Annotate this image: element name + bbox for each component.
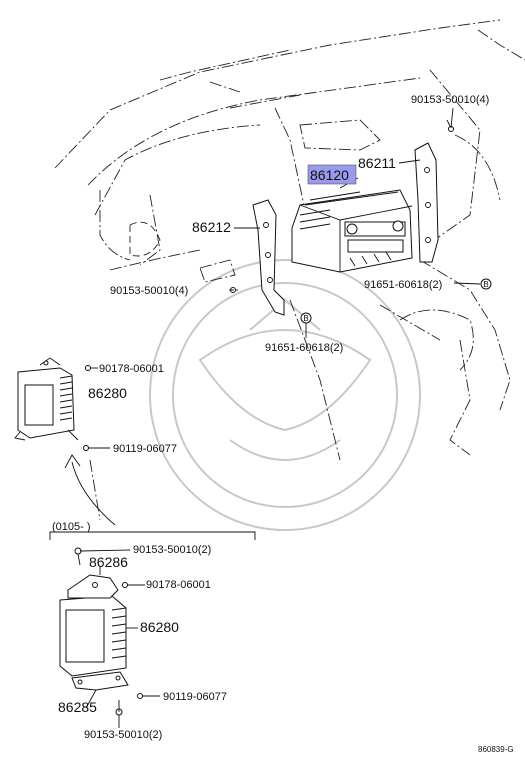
- bracket-86285: [71, 671, 129, 691]
- label-90119-a: 90119-06077: [113, 443, 177, 455]
- screw-90178-a: [85, 365, 91, 371]
- dashboard-outline: [54, 19, 525, 521]
- label-91651-right: 91651-60618(2): [364, 279, 442, 291]
- arrow-up: [64, 454, 116, 526]
- leader-lines: [79, 107, 481, 728]
- label-90153-left: 90153-50010(4): [110, 285, 188, 297]
- figure-code: 860839-G: [478, 745, 514, 754]
- screw-90119-b: [137, 693, 143, 699]
- bracket-86212: [252, 199, 285, 316]
- date-range-bracket: (0105- ): [49, 521, 256, 540]
- radio-head-unit: [291, 189, 413, 273]
- label-91651-bottom: 91651-60618(2): [265, 342, 343, 354]
- bracket-86211: [414, 142, 439, 263]
- amplifier-lower: [59, 595, 127, 677]
- label-86211: 86211: [358, 155, 396, 171]
- label-90153-top: 90153-50010(4): [411, 94, 489, 106]
- marker-b-bottom: B: [300, 312, 312, 324]
- label-86280-a: 86280: [88, 385, 127, 401]
- amplifier-upper: [14, 357, 79, 441]
- svg-text:B: B: [303, 314, 308, 323]
- marker-b-right: B: [480, 278, 492, 290]
- svg-text:(0105- ): (0105- ): [52, 521, 91, 533]
- label-90153-bot: 90153-50010(2): [84, 729, 162, 741]
- label-90153-mid: 90153-50010(2): [133, 544, 211, 556]
- watermark-emblem: [149, 259, 421, 531]
- label-90178-b: 90178-06001: [146, 579, 211, 591]
- svg-text:B: B: [483, 280, 488, 289]
- screw-90153-bot: [115, 700, 123, 716]
- bracket-86286: [67, 574, 119, 599]
- label-86286: 86286: [89, 554, 128, 570]
- label-86280-b: 86280: [140, 619, 179, 635]
- label-90119-b: 90119-06077: [163, 691, 227, 703]
- screw-90178-b: [122, 582, 128, 588]
- label-86285: 86285: [58, 699, 97, 715]
- label-86212: 86212: [192, 219, 231, 235]
- screw-top: [446, 119, 454, 132]
- label-90178-a: 90178-06001: [99, 363, 164, 375]
- screw-90119-a: [83, 445, 89, 451]
- label-86120: 86120: [310, 167, 349, 183]
- highlight-86120: [307, 164, 357, 185]
